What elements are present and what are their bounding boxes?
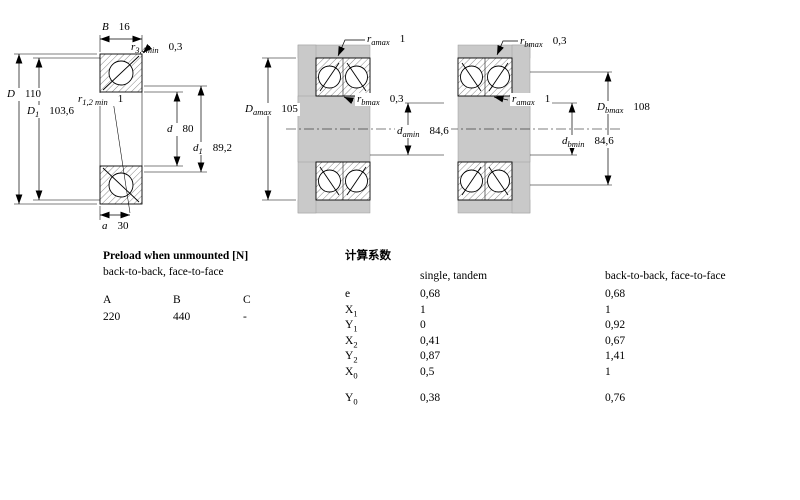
factor-symbol: Y0 [345,392,358,407]
factor-symbol: Y1 [345,319,358,334]
factor-value-col1: 0,5 [420,366,435,378]
factor-symbol: X2 [345,335,358,350]
factor-value-col2: 0,68 [605,288,626,300]
preload-title: Preload when unmounted [N] [103,250,249,262]
mounting-arrangement-right [457,40,612,214]
factor-symbol: X0 [345,366,358,381]
factors-col2-header: back-to-back, face-to-face [605,270,726,282]
factor-symbol: e [345,288,351,300]
bearing-cross-section [14,35,207,220]
factor-value-col1: 1 [420,304,426,316]
factor-value-col1: 0,87 [420,350,441,362]
preload-header-C: C [243,294,251,306]
factor-value-col1: 0,41 [420,335,441,347]
factor-value-col2: 1 [605,304,611,316]
factor-value-col1: 0,68 [420,288,441,300]
factors-col1-header: single, tandem [420,270,488,282]
preload-value-A: 220 [103,311,121,323]
preload-value-C: - [243,311,247,323]
preload-subtitle: back-to-back, face-to-face [103,266,224,278]
factors-title: 计算系数 [345,250,391,262]
preload-header-A: A [103,294,112,306]
factor-value-col2: 0,92 [605,319,626,331]
factor-value-col2: 1,41 [605,350,626,362]
factor-symbol: Y2 [345,350,358,365]
preload-header-B: B [173,294,181,306]
factor-symbol: X1 [345,304,358,319]
factor-value-col1: 0 [420,319,426,331]
factor-value-col2: 0,67 [605,335,626,347]
factor-value-col2: 0,76 [605,392,626,404]
factor-value-col2: 1 [605,366,611,378]
factor-value-col1: 0,38 [420,392,441,404]
preload-value-B: 440 [173,311,191,323]
